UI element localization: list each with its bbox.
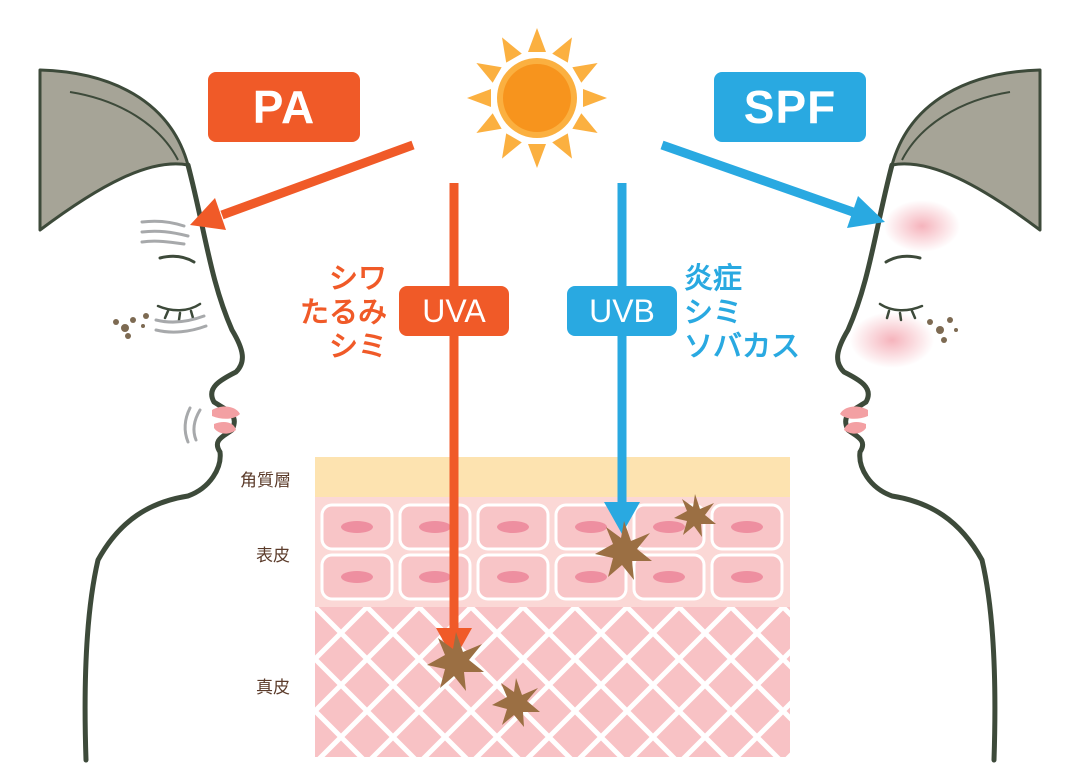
uva-label: UVA <box>399 286 509 336</box>
uvb-label: UVB <box>567 286 677 336</box>
left-eyebrow <box>158 254 196 264</box>
right-cheek-blush-upper <box>884 200 960 252</box>
uva-effect-item: シミ <box>328 329 387 363</box>
left-face <box>38 68 245 763</box>
damage-star-uva-small <box>492 678 540 727</box>
right-face-profile <box>835 162 998 763</box>
uvb-effects-list: 炎症 シミ ソバカス <box>684 261 800 363</box>
left-age-spots <box>113 313 149 339</box>
uva-effect-item: たるみ <box>299 295 387 329</box>
uvb-effect-item: シミ <box>684 295 743 329</box>
right-freckles <box>927 317 958 343</box>
uva-effects-list: シワ たるみ シミ <box>300 261 387 363</box>
spf-diagonal-arrow <box>660 140 885 228</box>
dermis-layer <box>315 607 790 757</box>
pa-label: PA <box>208 72 360 142</box>
uvb-vertical-arrow <box>604 183 640 534</box>
stratum-corneum-layer <box>315 457 790 497</box>
right-lips <box>840 406 868 434</box>
skin-cross-section <box>315 457 790 757</box>
right-cheek-blush-lower <box>850 312 934 368</box>
epidermis-label: 表皮 <box>256 546 290 566</box>
wrinkle-lines <box>140 219 208 444</box>
left-hair <box>38 68 190 232</box>
pa-diagonal-arrow <box>190 140 415 230</box>
uva-effect-item: シワ <box>328 261 387 295</box>
epidermis-nuclei <box>341 521 763 583</box>
left-lips <box>212 406 240 434</box>
damage-star-uva-large <box>427 632 484 691</box>
dermis-label: 真皮 <box>256 678 290 698</box>
right-hair-strand <box>901 91 1011 161</box>
uvb-effect-item: ソバカス <box>684 329 801 363</box>
damage-star-uvb-small <box>674 494 716 537</box>
left-closed-eye <box>156 302 202 322</box>
left-face-profile <box>82 162 245 763</box>
damage-star-uvb-large <box>595 521 652 580</box>
uvb-effect-item: 炎症 <box>684 261 743 295</box>
spf-label: SPF <box>714 72 866 142</box>
right-closed-eye <box>878 302 924 322</box>
right-face <box>835 68 1042 763</box>
stratum-corneum-label: 角質層 <box>240 471 291 491</box>
right-eyebrow <box>884 254 922 264</box>
left-hair-strand <box>69 91 179 161</box>
sun-icon <box>467 28 607 168</box>
